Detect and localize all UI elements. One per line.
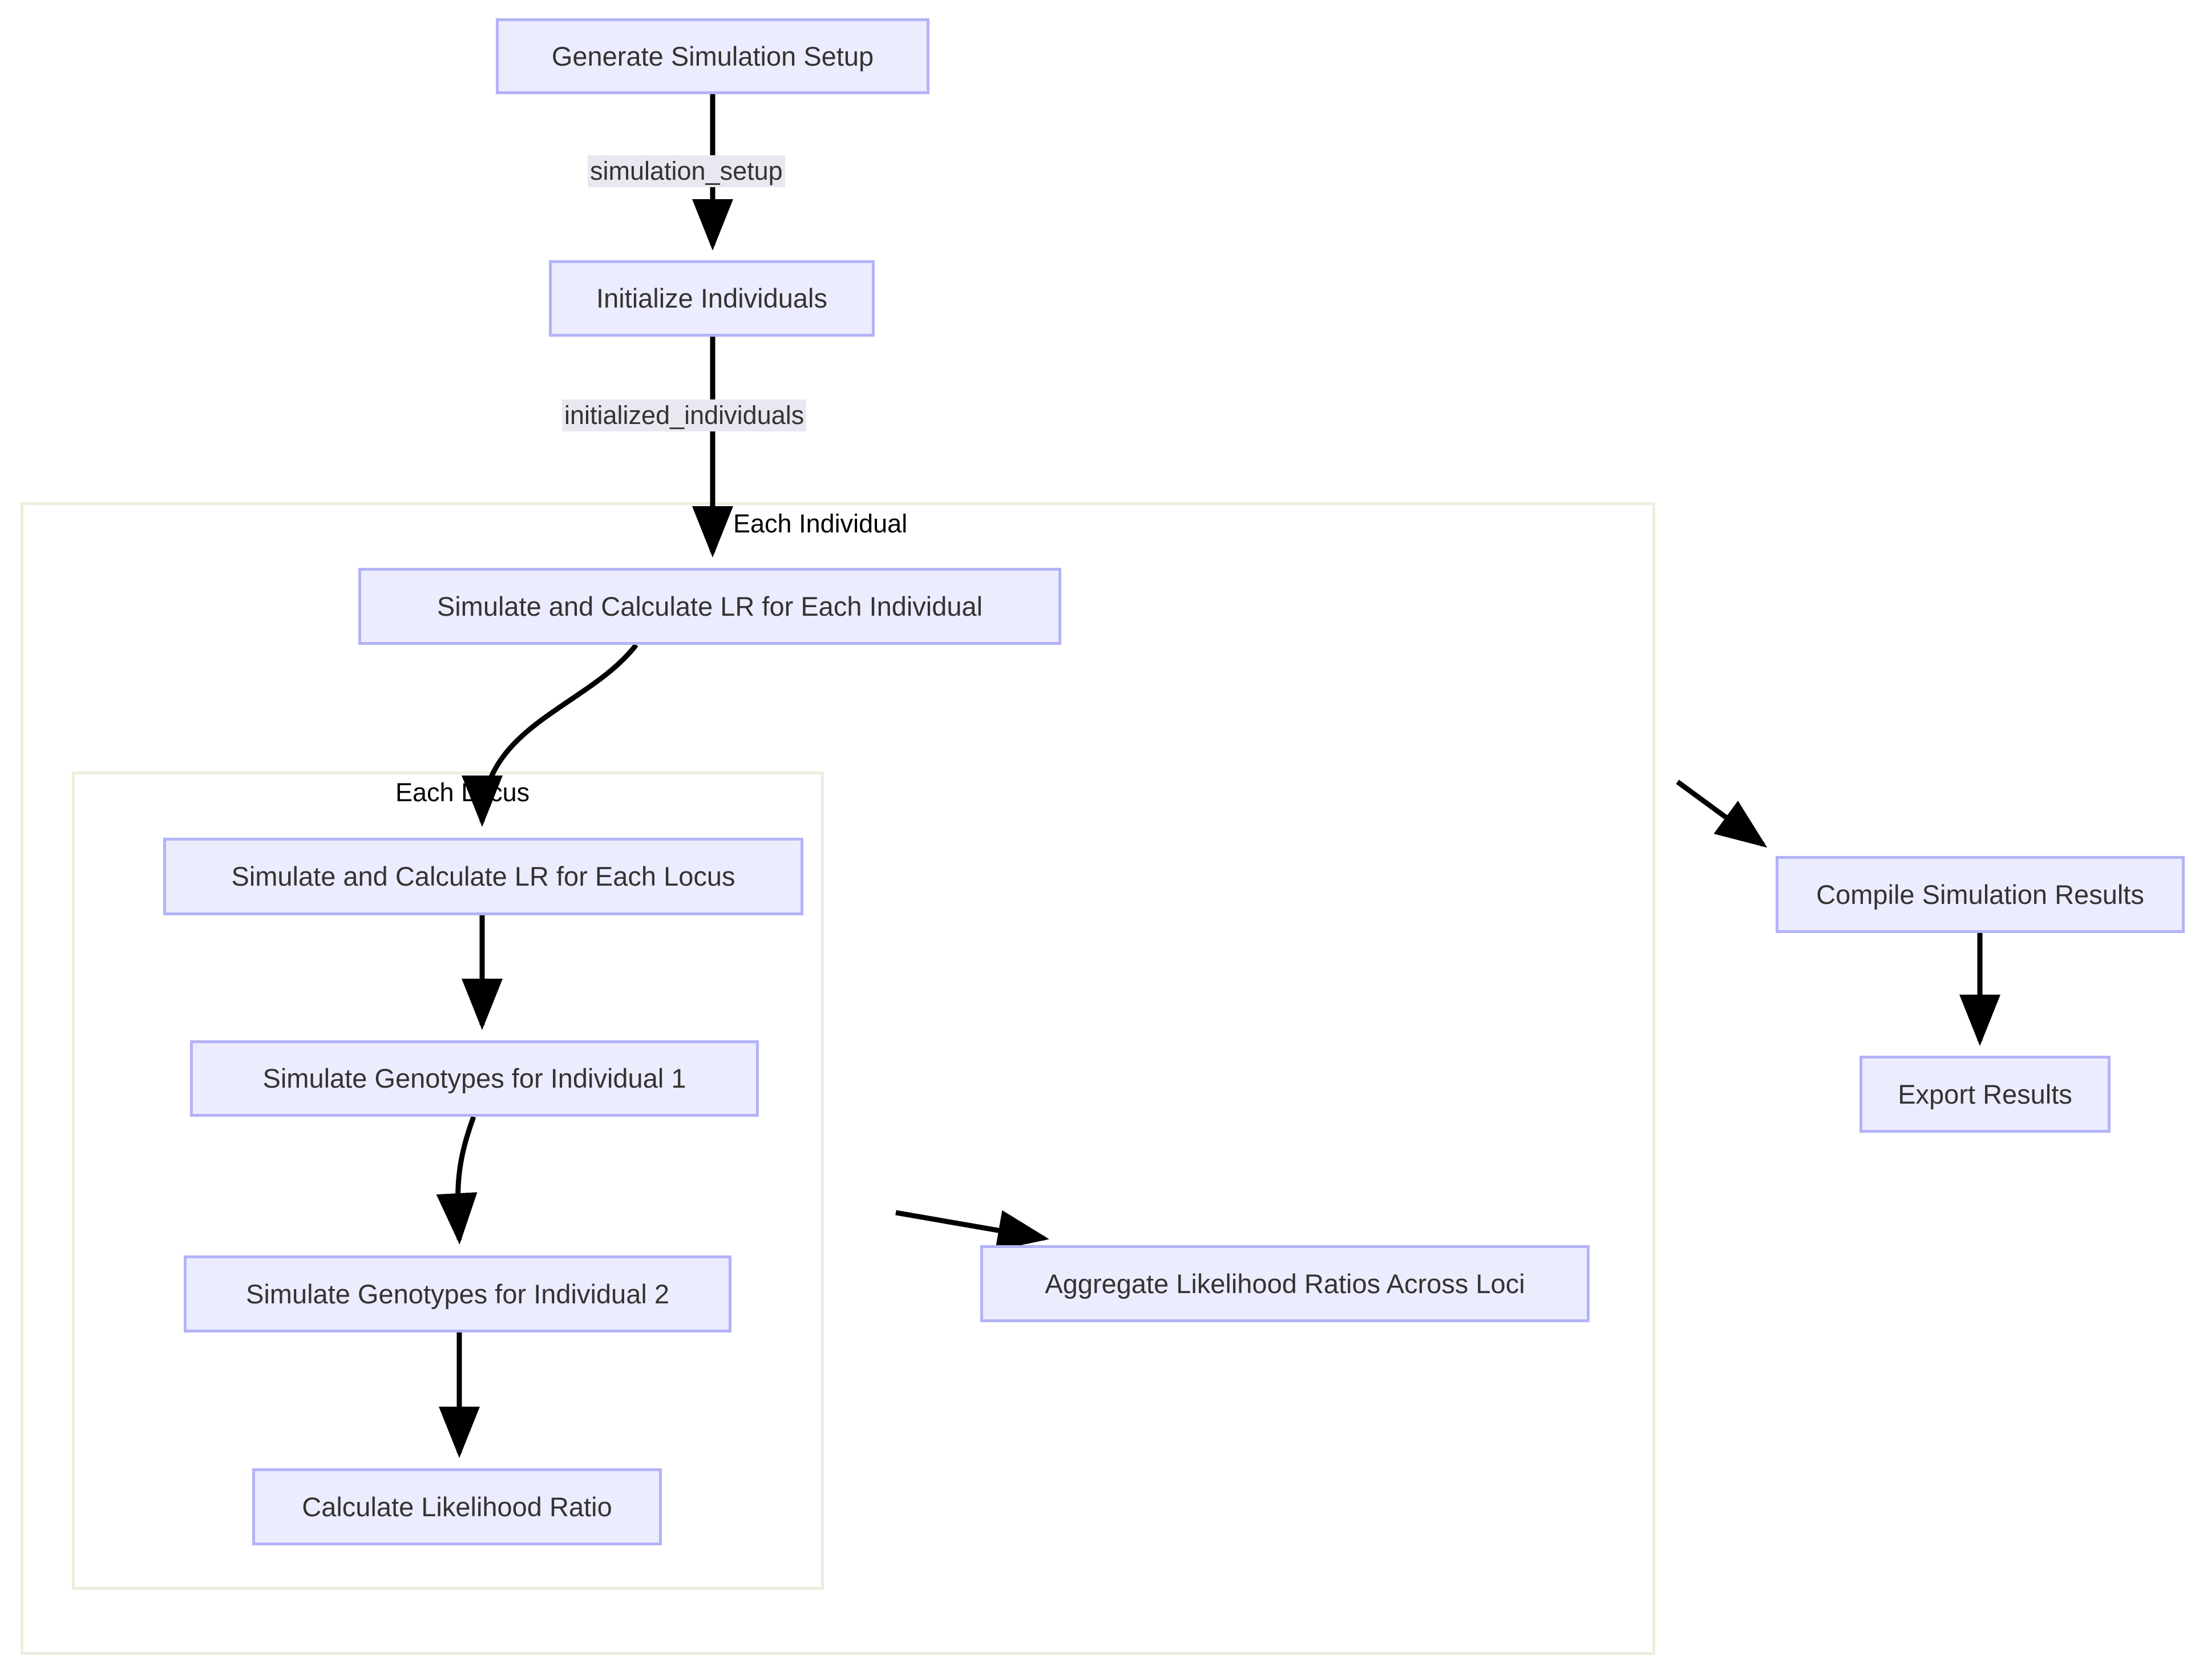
- node-initialize-individuals-label: Initialize Individuals: [596, 283, 827, 314]
- node-compile-simulation-results-label: Compile Simulation Results: [1816, 879, 2144, 910]
- node-simulate-lr-each-individual-label: Simulate and Calculate LR for Each Indiv…: [436, 591, 983, 621]
- node-simulate-genotypes-individual-2-label: Simulate Genotypes for Individual 2: [246, 1278, 669, 1309]
- node-compile-simulation-results[interactable]: Compile Simulation Results: [1776, 856, 2185, 933]
- subgraph-each-locus-title: Each Locus: [395, 778, 530, 807]
- node-calculate-likelihood-ratio-label: Calculate Likelihood Ratio: [302, 1491, 612, 1522]
- node-aggregate-likelihood-ratios-label: Aggregate Likelihood Ratios Across Loci: [1045, 1268, 1525, 1299]
- node-aggregate-likelihood-ratios[interactable]: Aggregate Likelihood Ratios Across Loci: [980, 1245, 1590, 1322]
- node-export-results[interactable]: Export Results: [1859, 1056, 2111, 1133]
- edge-individual-subgraph-to-compile: [1676, 780, 1768, 848]
- node-simulate-genotypes-individual-2[interactable]: Simulate Genotypes for Individual 2: [184, 1255, 731, 1332]
- edge-label-simulation-setup: simulation_setup: [588, 155, 785, 187]
- node-simulate-lr-each-locus[interactable]: Simulate and Calculate LR for Each Locus: [163, 838, 803, 915]
- node-export-results-label: Export Results: [1898, 1079, 2072, 1109]
- edge-label-initialized-individuals: initialized_individuals: [562, 399, 807, 431]
- node-calculate-likelihood-ratio[interactable]: Calculate Likelihood Ratio: [252, 1468, 662, 1545]
- node-simulate-genotypes-individual-1[interactable]: Simulate Genotypes for Individual 1: [190, 1040, 759, 1117]
- subgraph-each-individual-title: Each Individual: [733, 509, 908, 538]
- node-simulate-lr-each-individual[interactable]: Simulate and Calculate LR for Each Indiv…: [358, 568, 1061, 645]
- node-simulate-genotypes-individual-1-label: Simulate Genotypes for Individual 1: [262, 1063, 686, 1094]
- node-generate-simulation-setup-label: Generate Simulation Setup: [551, 41, 874, 71]
- node-generate-simulation-setup[interactable]: Generate Simulation Setup: [496, 18, 929, 94]
- node-initialize-individuals[interactable]: Initialize Individuals: [549, 260, 875, 337]
- node-simulate-lr-each-locus-label: Simulate and Calculate LR for Each Locus: [231, 861, 735, 892]
